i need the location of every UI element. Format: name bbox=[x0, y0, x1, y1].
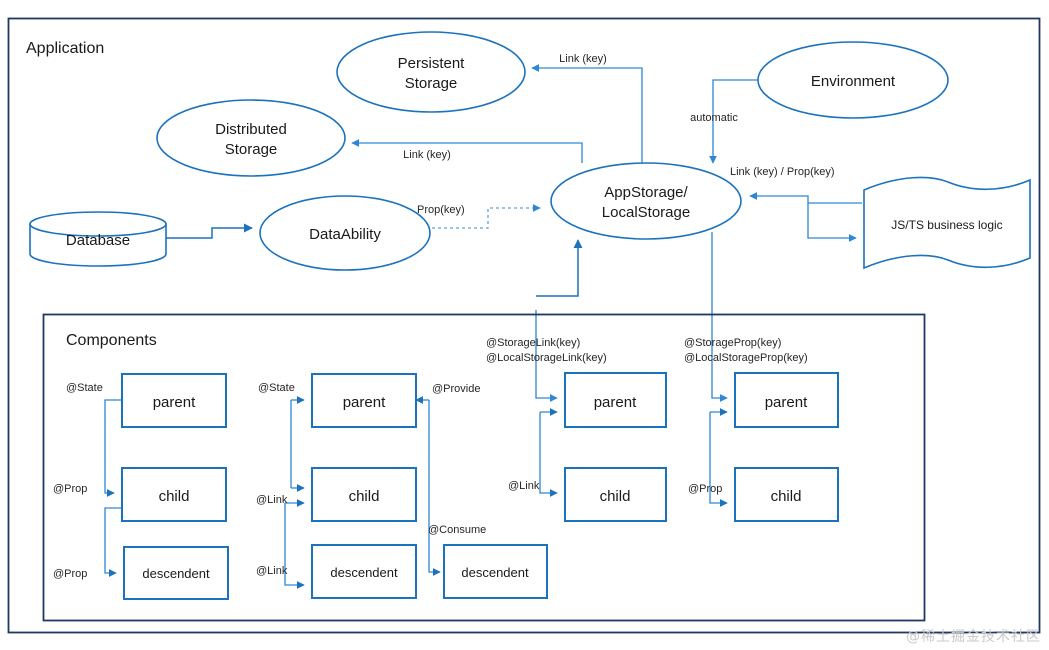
decorator-label-c1-state: @State bbox=[66, 382, 103, 394]
watermark: @稀土掘金技术社区 bbox=[906, 629, 1041, 645]
components-title: Components bbox=[66, 332, 157, 349]
node-environment[interactable] bbox=[757, 41, 949, 119]
node-database-label: Database bbox=[66, 232, 130, 249]
component-label-c4-parent: parent bbox=[765, 394, 808, 411]
decorator-label-c1-prop-child: @Prop bbox=[53, 483, 87, 495]
component-box-c1-child[interactable] bbox=[121, 467, 227, 522]
component-label-c2-descendent: descendent bbox=[330, 565, 398, 580]
node-dataability-label: DataAbility bbox=[309, 226, 381, 243]
node-persistent-storage-label-line2: Storage bbox=[405, 75, 458, 92]
edge-c2-link-to-descendent bbox=[284, 503, 305, 589]
decorator-label-c4-prop: @Prop bbox=[688, 483, 722, 495]
component-label-c2-parent: parent bbox=[343, 394, 386, 411]
component-box-c2-consume-descendent[interactable] bbox=[443, 544, 548, 599]
component-label-c2-consume-descendent: descendent bbox=[461, 565, 529, 580]
edge-label-storage-prop-1: @StorageProp(key) bbox=[684, 337, 781, 349]
component-label-c1-parent: parent bbox=[153, 394, 196, 411]
components-container bbox=[42, 313, 926, 622]
node-dataability[interactable] bbox=[259, 195, 431, 271]
decorator-label-c3-link: @Link bbox=[508, 480, 540, 492]
component-box-c4-child[interactable] bbox=[734, 467, 839, 522]
component-box-c3-parent[interactable] bbox=[564, 372, 667, 428]
node-environment-label: Environment bbox=[811, 73, 896, 90]
node-persistent-storage-label-line1: Persistent bbox=[398, 55, 466, 72]
node-distributed-storage[interactable] bbox=[156, 99, 346, 177]
edge-label-prop-key: Prop(key) bbox=[417, 204, 465, 216]
component-box-c4-parent[interactable] bbox=[734, 372, 839, 428]
component-box-c1-descendent[interactable] bbox=[123, 546, 229, 600]
component-box-c2-descendent[interactable] bbox=[311, 544, 417, 599]
edge-label-link-key-distributed: Link (key) bbox=[403, 149, 451, 161]
edge-label-link-key-persistent: Link (key) bbox=[559, 53, 607, 65]
node-distributed-storage-label-line1: Distributed bbox=[215, 121, 287, 138]
edge-label-automatic: automatic bbox=[690, 112, 738, 124]
edge-c3-link-trunk bbox=[539, 412, 558, 497]
application-container bbox=[7, 17, 1041, 634]
decorator-label-c2-state: @State bbox=[258, 382, 295, 394]
node-appstorage-label-line1: AppStorage/ bbox=[604, 184, 688, 201]
edge-appstorage-to-distributed-storage bbox=[351, 139, 583, 163]
component-label-c3-parent: parent bbox=[594, 394, 637, 411]
component-box-c2-child[interactable] bbox=[311, 467, 417, 522]
edge-appstorage-to-businesslogic bbox=[807, 203, 857, 242]
component-label-c4-child: child bbox=[771, 488, 802, 505]
edge-environment-to-appstorage bbox=[709, 79, 758, 164]
edge-appstorage-storagelink-down bbox=[535, 310, 558, 402]
decorator-label-c2-consume: @Consume bbox=[428, 524, 486, 536]
decorator-label-c1-prop-descendent: @Prop bbox=[53, 568, 87, 580]
edge-database-to-dataability bbox=[166, 223, 253, 239]
edge-c1-child-to-descendent bbox=[104, 507, 122, 577]
node-business-logic[interactable] bbox=[863, 176, 1031, 270]
component-box-c2-parent[interactable] bbox=[311, 373, 417, 428]
node-appstorage-localstorage[interactable] bbox=[550, 162, 742, 240]
decorator-label-c2-provide: @Provide bbox=[432, 383, 480, 395]
component-label-c3-child: child bbox=[600, 488, 631, 505]
edge-businesslogic-to-appstorage bbox=[749, 192, 862, 204]
node-distributed-storage-label-line2: Storage bbox=[225, 141, 278, 158]
component-box-c3-child[interactable] bbox=[564, 467, 667, 522]
node-appstorage-label-line2: LocalStorage bbox=[602, 204, 690, 221]
decorator-label-c2-link-descendent: @Link bbox=[256, 565, 288, 577]
application-title: Application bbox=[26, 40, 104, 57]
decorator-label-c2-link-child: @Link bbox=[256, 494, 288, 506]
component-box-c1-parent[interactable] bbox=[121, 373, 227, 428]
node-database[interactable] bbox=[29, 211, 167, 267]
edge-label-storage-link-2: @LocalStorageLink(key) bbox=[486, 352, 607, 364]
edge-label-link-prop-key: Link (key) / Prop(key) bbox=[730, 166, 835, 178]
edge-label-storage-prop-2: @LocalStorageProp(key) bbox=[684, 352, 808, 364]
edge-c4-prop-trunk bbox=[709, 412, 728, 507]
component-label-c1-descendent: descendent bbox=[142, 566, 210, 581]
node-persistent-storage[interactable] bbox=[336, 31, 526, 113]
edge-label-storage-link-1: @StorageLink(key) bbox=[486, 337, 580, 349]
edge-storagelink-up-to-appstorage bbox=[536, 239, 583, 297]
edge-c1-state-to-child bbox=[104, 399, 122, 497]
edge-appstorage-storageprop-down bbox=[711, 232, 728, 402]
edge-appstorage-to-persistent-storage bbox=[531, 64, 643, 163]
component-label-c2-child: child bbox=[349, 488, 380, 505]
edge-c2-consume-trunk bbox=[428, 400, 441, 576]
edge-dataability-to-appstorage bbox=[432, 204, 541, 229]
node-business-logic-label: JS/TS business logic bbox=[891, 218, 1002, 232]
component-label-c1-child: child bbox=[159, 488, 190, 505]
